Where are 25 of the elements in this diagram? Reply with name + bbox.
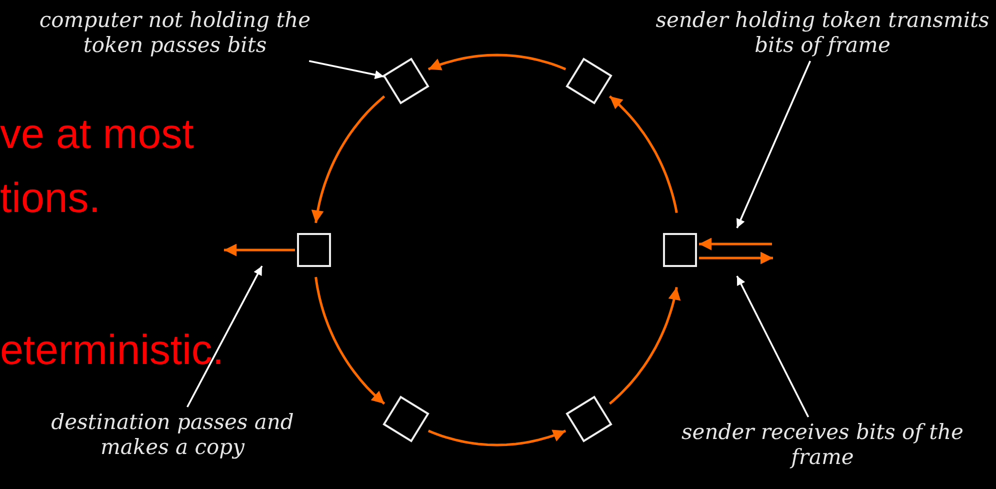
arrow: [311, 95, 386, 224]
station-box: [663, 233, 697, 267]
arrow: [428, 430, 566, 446]
leader-line: [186, 266, 263, 408]
leader-line: [736, 276, 810, 418]
station-box: [382, 58, 429, 104]
station-box: [565, 58, 612, 104]
arrow: [699, 238, 772, 250]
station-box: [565, 395, 612, 442]
station-box: [297, 233, 331, 267]
arrow: [428, 54, 566, 70]
callout-text: sender holding token transmits bits of frame: [650, 8, 995, 58]
arrow: [314, 276, 386, 405]
arrow: [608, 286, 681, 405]
slide-text: tions.: [0, 174, 100, 222]
arrow: [699, 252, 773, 264]
leader-line: [308, 60, 384, 80]
slide-text: ve at most: [0, 110, 194, 158]
callout-text: destination passes and makes a copy: [30, 410, 315, 460]
arrow: [608, 95, 678, 214]
station-box: [382, 395, 429, 442]
callout-text: computer not holding the token passes bits: [10, 8, 340, 58]
arrow: [224, 244, 295, 256]
callout-text: sender receives bits of the frame: [670, 420, 975, 470]
leader-line: [736, 60, 812, 228]
